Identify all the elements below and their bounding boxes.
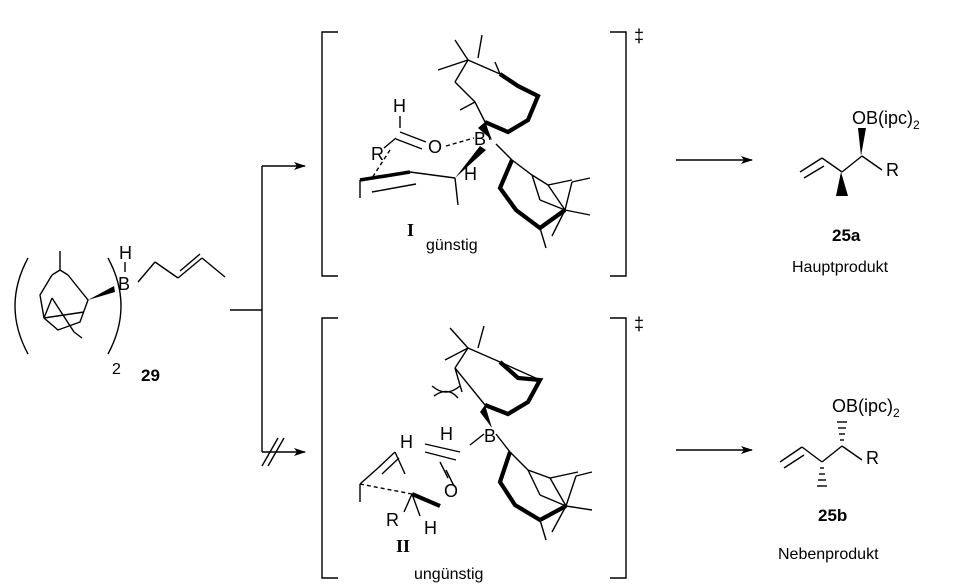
product-minor-caption: Nebenprodukt [778, 546, 879, 563]
ts-favored-atom-h2: H [464, 164, 477, 184]
reactant-29 [14, 251, 226, 355]
ts-favored-caption: günstig [426, 237, 478, 254]
left-paren [14, 257, 29, 355]
ts-disfavored-caption: ungünstig [414, 566, 483, 583]
ts-favored-atom-r: R [371, 144, 384, 164]
product-major-number: 25a [832, 226, 861, 245]
ts-disfavored-brackets [321, 317, 627, 579]
ts-favored-brackets [321, 31, 627, 277]
product-major-caption: Hauptprodukt [792, 259, 889, 276]
reactant-subscript: 2 [112, 361, 121, 378]
ts-favored-atom-h: H [393, 96, 406, 116]
product-minor-r: R [866, 448, 879, 468]
ts-disfavored-roman: II [396, 536, 410, 556]
ts-disfavored-atom-h3: H [424, 518, 437, 538]
branch-arrows [230, 162, 306, 467]
ts-disfavored-atom-b: B [484, 426, 496, 446]
ts-favored-dagger: ‡ [634, 26, 644, 46]
ts-favored-atom-b: B [474, 129, 486, 149]
product-25a-structure [799, 128, 883, 196]
ts-disfavored-atom-h1: H [400, 432, 413, 452]
product-25b-structure [779, 421, 863, 487]
ts-favored-structure [359, 34, 591, 249]
product-minor-ob: OB(ipc)2 [832, 396, 900, 420]
ts-disfavored-atom-h2: H [440, 424, 453, 444]
product-minor-number: 25b [818, 506, 847, 525]
product-major-ob: OB(ipc)2 [852, 108, 920, 132]
reactant-hydrogen: H [119, 243, 132, 263]
ts-disfavored-structure [359, 325, 593, 541]
ts-disfavored-dagger: ‡ [634, 314, 644, 334]
reactant-number: 29 [141, 366, 160, 385]
ts-disfavored-atom-r: R [386, 510, 399, 530]
product-major-r: R [886, 160, 899, 180]
ts-favored-atom-o: O [428, 137, 442, 157]
ts-disfavored-atom-o: O [444, 481, 458, 501]
right-paren [107, 257, 122, 355]
reactant-boron: B [118, 274, 130, 294]
ts-favored-roman: I [407, 220, 414, 240]
